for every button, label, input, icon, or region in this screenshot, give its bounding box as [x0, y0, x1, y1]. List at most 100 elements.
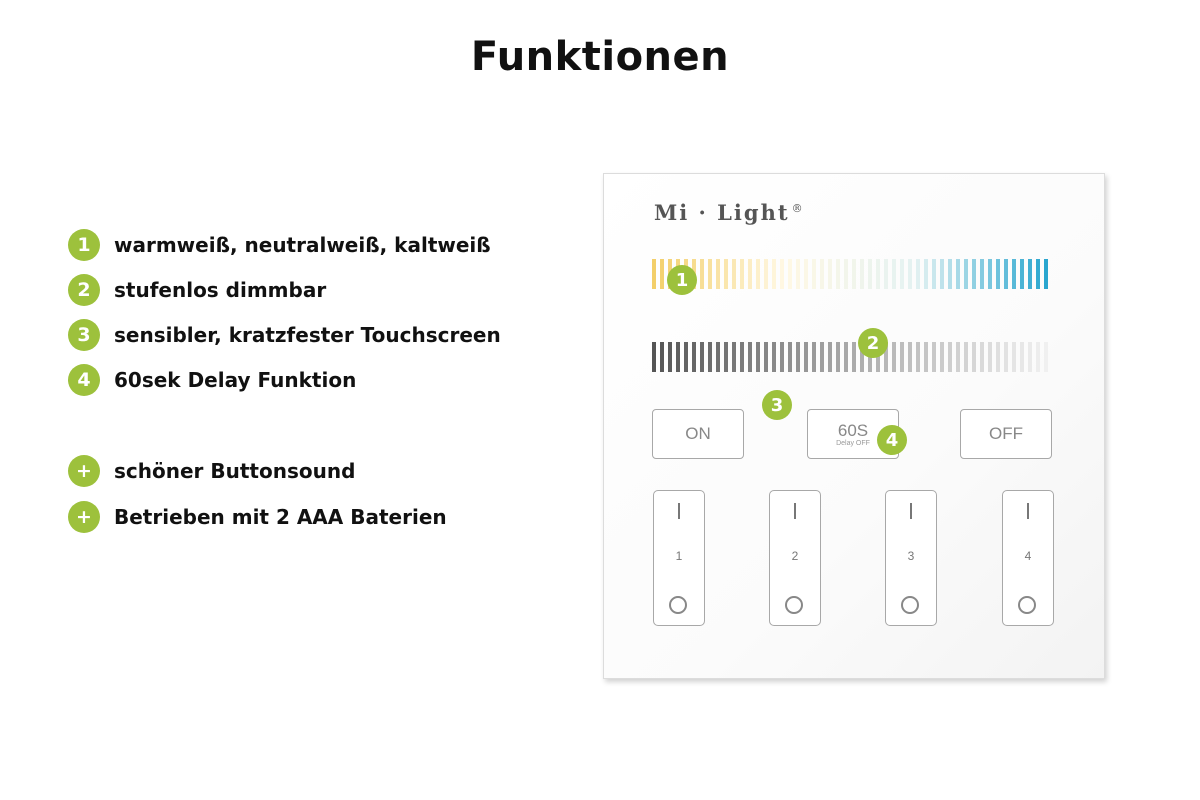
- brightness-slider-segment: [908, 342, 912, 372]
- brightness-slider-segment: [828, 342, 832, 372]
- brightness-slider-segment: [652, 342, 656, 372]
- brightness-slider-segment: [1044, 342, 1048, 372]
- brightness-slider-segment: [996, 342, 1000, 372]
- number-badge-1: 1: [68, 229, 100, 261]
- brightness-slider-segment: [796, 342, 800, 372]
- brand-name: Mi · Light: [654, 200, 790, 225]
- power-on-icon: [910, 503, 912, 519]
- callout-badge-4: 4: [877, 425, 907, 455]
- brand-logo: Mi · Light®: [654, 200, 803, 225]
- color-slider-segment: [988, 259, 992, 289]
- zone-button-4[interactable]: 4: [1002, 490, 1054, 626]
- number-badge-4: 4: [68, 364, 100, 396]
- power-off-icon: [1018, 596, 1036, 614]
- brightness-slider-segment: [844, 342, 848, 372]
- plus-icon: +: [68, 455, 100, 487]
- off-button-label: OFF: [989, 424, 1023, 443]
- off-button[interactable]: OFF: [960, 409, 1052, 459]
- zone-button-1[interactable]: 1: [653, 490, 705, 626]
- power-off-icon: [901, 596, 919, 614]
- color-slider-segment: [868, 259, 872, 289]
- color-slider-segment: [916, 259, 920, 289]
- color-slider-segment: [964, 259, 968, 289]
- brightness-slider-segment: [684, 342, 688, 372]
- color-slider-segment: [1028, 259, 1032, 289]
- brightness-slider-segment: [1012, 342, 1016, 372]
- brightness-slider-segment: [692, 342, 696, 372]
- color-slider-segment: [876, 259, 880, 289]
- color-slider-segment: [812, 259, 816, 289]
- color-slider-segment: [1044, 259, 1048, 289]
- brightness-slider-segment: [708, 342, 712, 372]
- color-slider-segment: [892, 259, 896, 289]
- brightness-slider-segment: [740, 342, 744, 372]
- color-slider-segment: [660, 259, 664, 289]
- color-slider-segment: [908, 259, 912, 289]
- color-slider-segment: [924, 259, 928, 289]
- number-badge-3: 3: [68, 319, 100, 351]
- color-slider-segment: [1020, 259, 1024, 289]
- color-slider-segment: [860, 259, 864, 289]
- brightness-slider-segment: [964, 342, 968, 372]
- plus-icon: +: [68, 501, 100, 533]
- brightness-slider-segment: [988, 342, 992, 372]
- callout-badge-2: 2: [858, 328, 888, 358]
- color-slider-segment: [884, 259, 888, 289]
- color-slider-segment: [804, 259, 808, 289]
- brightness-slider-segment: [972, 342, 976, 372]
- brightness-slider-segment: [716, 342, 720, 372]
- feature-label: warmweiß, neutralweiß, kaltweiß: [114, 233, 491, 257]
- color-slider-segment: [980, 259, 984, 289]
- brightness-slider-segment: [788, 342, 792, 372]
- color-slider-segment: [940, 259, 944, 289]
- on-button[interactable]: ON: [652, 409, 744, 459]
- on-button-label: ON: [685, 424, 711, 443]
- brightness-slider-segment: [812, 342, 816, 372]
- zone-button-2[interactable]: 2: [769, 490, 821, 626]
- brightness-slider-segment: [900, 342, 904, 372]
- color-slider-segment: [756, 259, 760, 289]
- power-on-icon: [794, 503, 796, 519]
- feature-label: schöner Buttonsound: [114, 459, 356, 483]
- brightness-slider-segment: [764, 342, 768, 372]
- color-slider-segment: [748, 259, 752, 289]
- brightness-slider-segment: [892, 342, 896, 372]
- brightness-slider-segment: [860, 342, 864, 372]
- brightness-slider-segment: [852, 342, 856, 372]
- color-slider-segment: [972, 259, 976, 289]
- brightness-slider-segment: [660, 342, 664, 372]
- brightness-slider[interactable]: [652, 342, 1048, 372]
- page-title: Funktionen: [470, 34, 730, 80]
- brightness-slider-segment: [836, 342, 840, 372]
- feature-label: sensibler, kratzfester Touchscreen: [114, 323, 501, 347]
- color-slider-segment: [900, 259, 904, 289]
- brightness-slider-segment: [700, 342, 704, 372]
- brightness-slider-segment: [676, 342, 680, 372]
- color-slider-segment: [836, 259, 840, 289]
- zone-number: 2: [791, 549, 799, 563]
- color-slider-segment: [996, 259, 1000, 289]
- feature-item: 1 warmweiß, neutralweiß, kaltweiß: [68, 229, 491, 261]
- color-slider-segment: [724, 259, 728, 289]
- brightness-slider-segment: [940, 342, 944, 372]
- color-slider-segment: [852, 259, 856, 289]
- brightness-slider-segment: [772, 342, 776, 372]
- color-slider-segment: [820, 259, 824, 289]
- brightness-slider-segment: [1004, 342, 1008, 372]
- brightness-slider-segment: [916, 342, 920, 372]
- zone-number: 3: [907, 549, 915, 563]
- color-slider-segment: [788, 259, 792, 289]
- feature-label: 60sek Delay Funktion: [114, 368, 357, 392]
- color-slider-segment: [796, 259, 800, 289]
- color-slider-segment: [740, 259, 744, 289]
- brightness-slider-segment: [1036, 342, 1040, 372]
- callout-badge-1: 1: [667, 265, 697, 295]
- zone-button-3[interactable]: 3: [885, 490, 937, 626]
- color-temperature-slider[interactable]: [652, 259, 1048, 289]
- color-slider-segment: [956, 259, 960, 289]
- brightness-slider-segment: [884, 342, 888, 372]
- power-off-icon: [669, 596, 687, 614]
- brightness-slider-segment: [1028, 342, 1032, 372]
- brightness-slider-segment: [948, 342, 952, 372]
- callout-badge-3: 3: [762, 390, 792, 420]
